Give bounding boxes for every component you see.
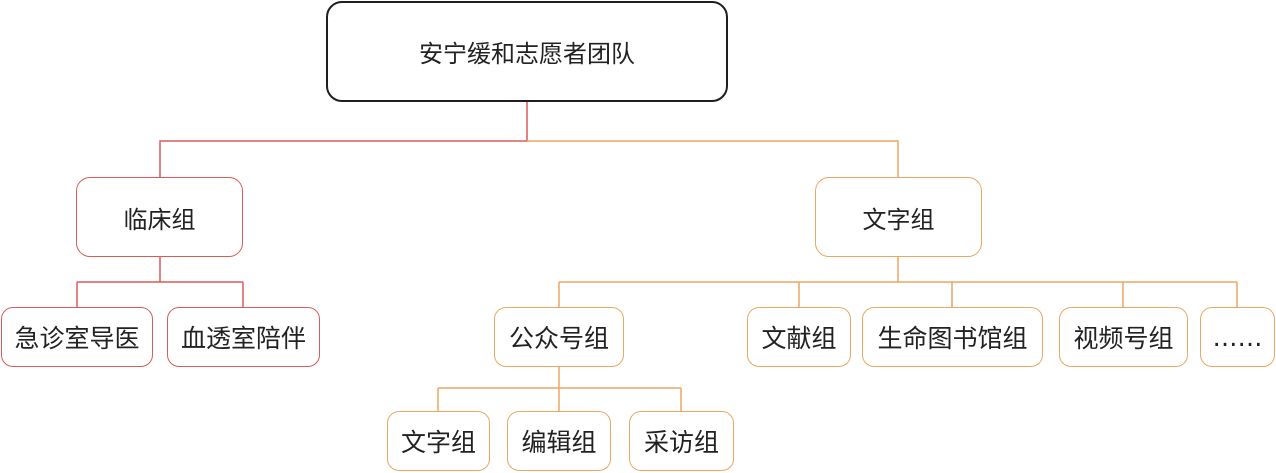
node-official-account-group: 公众号组 <box>494 307 624 367</box>
node-writing-group: 文字组 <box>815 177 982 257</box>
connector-root-clinical <box>159 102 528 177</box>
connector-root-writing <box>527 140 899 177</box>
node-video-account-group: 视频号组 <box>1059 307 1188 367</box>
node-life-library-group: 生命图书馆组 <box>862 307 1043 367</box>
connector-writing-children <box>558 257 1238 307</box>
node-dialysis-companion: 血透室陪伴 <box>167 307 320 367</box>
node-editing-subgroup: 编辑组 <box>507 411 611 471</box>
node-text-subgroup: 文字组 <box>387 411 490 471</box>
node-emergency-guide: 急诊室导医 <box>1 307 153 367</box>
connector-clinical-children <box>76 257 244 307</box>
node-clinical-group: 临床组 <box>76 177 243 257</box>
node-root-team: 安宁缓和志愿者团队 <box>326 1 728 102</box>
node-interview-subgroup: 采访组 <box>629 411 734 471</box>
node-literature-group: 文献组 <box>747 307 851 367</box>
connector-official-account-children <box>437 367 682 411</box>
node-more-groups: …… <box>1200 307 1275 367</box>
